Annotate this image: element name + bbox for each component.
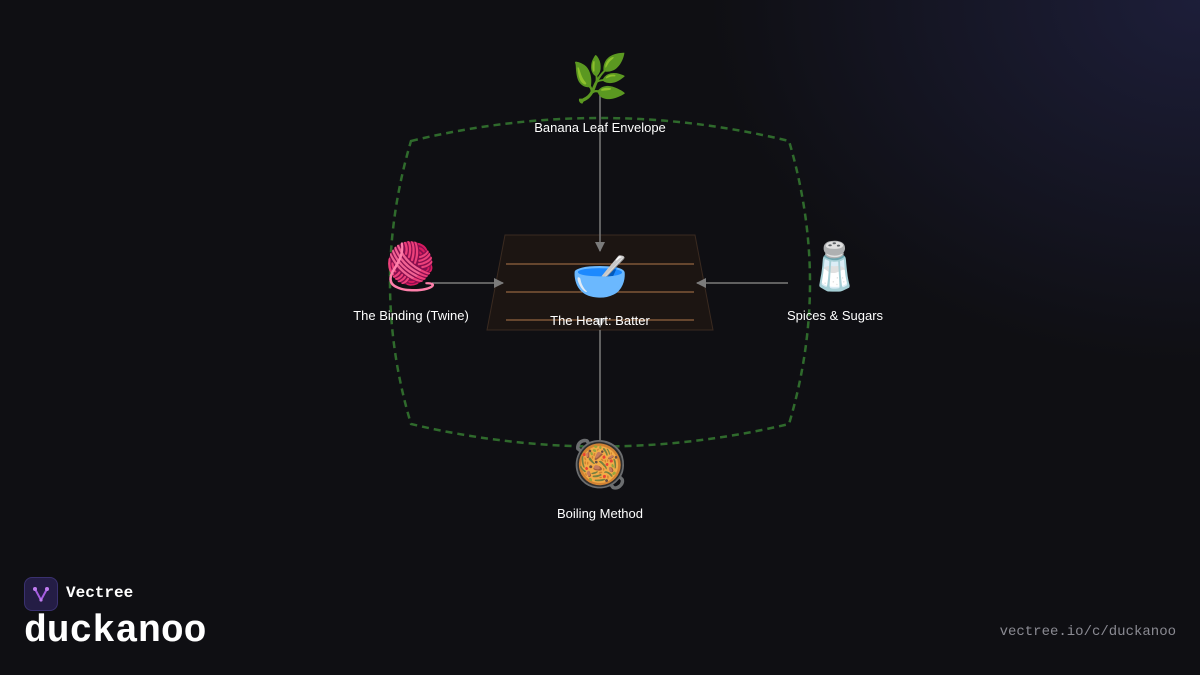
connector-bottom-arrowhead bbox=[594, 318, 606, 328]
channel-url-link[interactable]: vectree.io/c/duckanoo bbox=[999, 624, 1176, 640]
node-label-binding: The Binding (Twine) bbox=[353, 308, 469, 323]
herb-icon: 🌿 bbox=[571, 51, 629, 105]
brand-name: Vectree bbox=[66, 584, 134, 602]
node-label-heart-batter: The Heart: Batter bbox=[550, 313, 650, 328]
batter-block bbox=[486, 234, 714, 331]
node-label-spices-sugars: Spices & Sugars bbox=[786, 308, 884, 323]
pan-of-food-icon: 🥘 bbox=[571, 437, 629, 491]
yarn-ball-icon: 🧶 bbox=[382, 239, 440, 293]
channel-handle: duckanoo bbox=[24, 610, 207, 653]
salt-shaker-icon: 🧂 bbox=[806, 239, 864, 293]
envelope-outline bbox=[388, 116, 812, 448]
bowl-with-spoon-icon: 🥣 bbox=[571, 249, 629, 303]
node-label-banana-leaf-envelope: Banana Leaf Envelope bbox=[534, 120, 666, 135]
vectree-logo-icon bbox=[24, 577, 58, 611]
node-label-boiling-method: Boiling Method bbox=[557, 506, 643, 521]
